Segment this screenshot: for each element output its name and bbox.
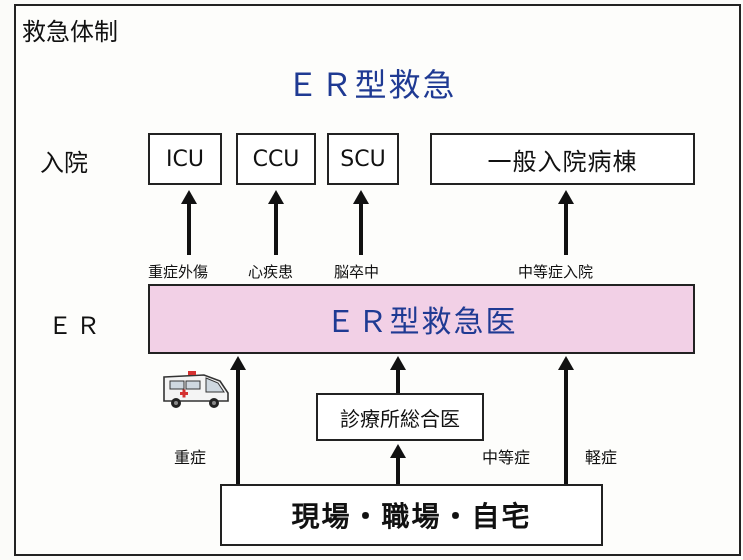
main-title: ＥＲ型救急 xyxy=(286,66,457,104)
section-title: 救急体制 xyxy=(22,18,118,46)
severity-mild-label: 軽症 xyxy=(585,448,618,467)
flow-label-cardiac: 心疾患 xyxy=(248,263,294,281)
er-center-label: ＥＲ型救急医 xyxy=(325,305,518,340)
arrow-head-icu xyxy=(181,190,197,204)
arrow-head-severe xyxy=(230,356,246,370)
arrow-shaft-mild xyxy=(564,369,568,484)
flow-label-stroke: 脳卒中 xyxy=(334,263,380,281)
general-ward-label: 一般入院病棟 xyxy=(487,147,638,176)
arrow-head-ccu xyxy=(268,190,284,204)
arrow-shaft-ccu xyxy=(274,203,278,255)
arrow-shaft-severe xyxy=(236,369,240,484)
scu-label: SCU xyxy=(340,146,386,172)
ambulance-icon xyxy=(158,367,232,411)
arrow-shaft-origin-to-clinic xyxy=(396,457,400,484)
scu-box: SCU xyxy=(327,133,399,185)
er-center-box: ＥＲ型救急医 xyxy=(148,284,695,354)
severity-moderate-label: 中等症 xyxy=(482,448,531,467)
icu-box: ICU xyxy=(148,133,222,185)
arrow-head-mild xyxy=(558,356,574,370)
er-row-label: ＥＲ xyxy=(48,312,104,340)
flow-label-severe-trauma: 重症外傷 xyxy=(148,263,209,281)
arrow-head-general-ward xyxy=(558,190,574,204)
clinic-label: 診療所総合医 xyxy=(340,406,460,431)
arrow-head-origin-to-clinic xyxy=(390,444,406,458)
arrow-shaft-clinic-to-er xyxy=(396,369,400,393)
diagram-frame xyxy=(14,4,741,556)
flow-label-moderate-admission: 中等症入院 xyxy=(518,263,594,281)
general-ward-box: 一般入院病棟 xyxy=(430,133,695,185)
arrow-head-scu xyxy=(353,190,369,204)
clinic-box: 診療所総合医 xyxy=(316,393,484,441)
arrow-shaft-icu xyxy=(187,203,191,255)
icu-label: ICU xyxy=(166,146,204,172)
arrow-shaft-scu xyxy=(359,203,363,255)
origin-box: 現場・職場・自宅 xyxy=(220,484,603,546)
ccu-box: CCU xyxy=(236,133,316,185)
arrow-head-clinic-to-er xyxy=(390,356,406,370)
arrow-shaft-general-ward xyxy=(564,203,568,255)
admission-row-label: 入院 xyxy=(40,149,88,177)
origin-label: 現場・職場・自宅 xyxy=(291,500,532,533)
ccu-label: CCU xyxy=(252,146,300,172)
severity-severe-label: 重症 xyxy=(174,448,207,467)
